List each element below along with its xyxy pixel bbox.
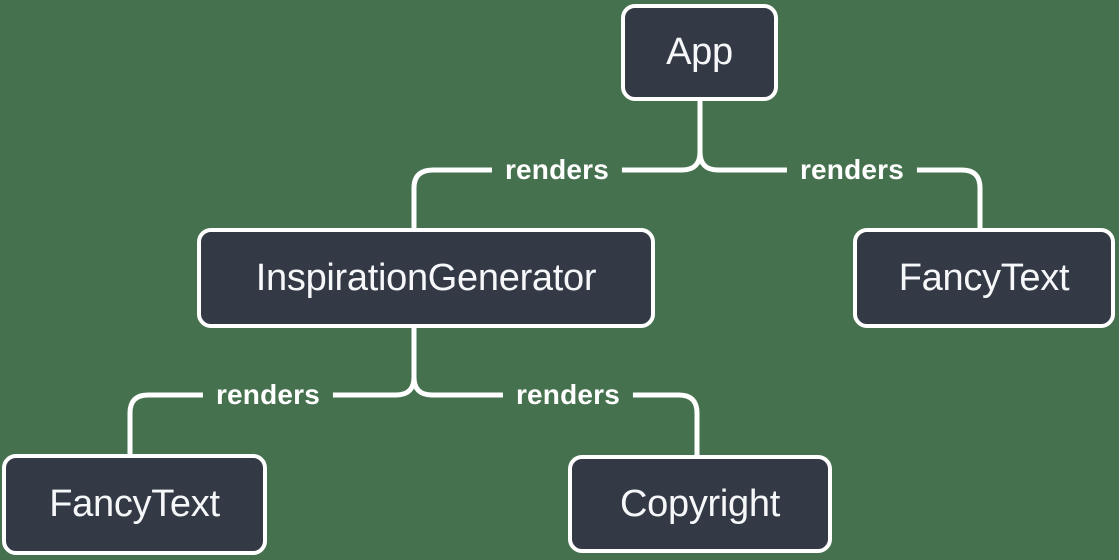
edge-label-renders-app-inspiration: renders [491, 152, 623, 188]
node-fancy-text-bottom-label: FancyText [49, 483, 220, 525]
node-inspiration-generator-label: InspirationGenerator [255, 256, 597, 299]
node-fancy-text-bottom: FancyText [2, 454, 267, 555]
node-fancy-text-top-label: FancyText [898, 256, 1070, 299]
node-copyright: Copyright [568, 455, 832, 553]
node-fancy-text-top: FancyText [853, 228, 1115, 328]
node-copyright-label: Copyright [620, 482, 780, 525]
node-app-label: App [666, 31, 733, 73]
node-inspiration-generator: InspirationGenerator [197, 228, 655, 328]
edge-label-renders-inspiration-fancy-text: renders [202, 377, 334, 413]
node-app: App [621, 4, 778, 101]
edge-label-renders-app-fancy-text: renders [786, 152, 918, 188]
edge-label-renders-inspiration-copyright: renders [502, 377, 634, 413]
